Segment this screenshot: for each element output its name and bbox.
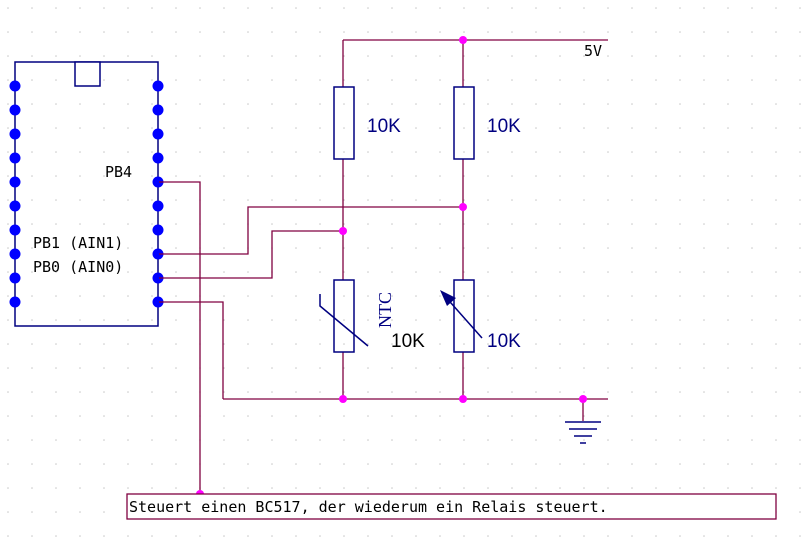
potentiometer — [453, 279, 475, 353]
mcu-pin-right-3 — [152, 128, 164, 140]
junction-gnd-left — [339, 395, 347, 403]
mcu-pin-left-3 — [9, 128, 21, 140]
mcu-pin-right-1 — [152, 80, 164, 92]
mcu-notch — [74, 61, 101, 87]
mcu-pin-right-9 — [152, 272, 164, 284]
mcu-pin-left-8 — [9, 248, 21, 260]
label-5v: 5V — [584, 42, 602, 60]
label-pb1: PB1 (AIN1) — [33, 234, 123, 252]
wire-pb4 — [159, 181, 201, 494]
wire-pb1 — [159, 206, 463, 255]
junction-5v — [459, 36, 467, 44]
mcu-pin-left-4 — [9, 152, 21, 164]
label-ntc-value: 10K — [391, 331, 425, 352]
label-pot-value: 10K — [487, 331, 521, 352]
wire-mcu-gnd — [159, 301, 224, 399]
mcu-pin-left-10 — [9, 296, 21, 308]
mcu-pins — [9, 80, 164, 308]
mcu-pin-right-7 — [152, 224, 164, 236]
components — [319, 86, 601, 444]
label-r1: 10K — [367, 116, 401, 137]
wire-pb0 — [159, 230, 343, 279]
mcu-pin-left-7 — [9, 224, 21, 236]
junction-left-node — [339, 227, 347, 235]
mcu-pin-left-9 — [9, 272, 21, 284]
resistor-r1 — [333, 86, 355, 160]
mcu-pin-left-6 — [9, 200, 21, 212]
junction-right-node — [459, 203, 467, 211]
note-box — [126, 493, 777, 520]
mcu-pin-right-8 — [152, 248, 164, 260]
mcu-pin-left-5 — [9, 176, 21, 188]
label-pb4: PB4 — [105, 163, 132, 181]
label-r2: 10K — [487, 116, 521, 137]
label-pb0: PB0 (AIN0) — [33, 258, 123, 276]
microcontroller — [9, 61, 164, 327]
mcu-pin-right-4 — [152, 152, 164, 164]
junction-gnd — [579, 395, 587, 403]
wires — [159, 39, 608, 494]
resistor-r2 — [453, 86, 475, 160]
mcu-pin-right-2 — [152, 104, 164, 116]
junction-gnd-right — [459, 395, 467, 403]
mcu-pin-right-6 — [152, 200, 164, 212]
label-ntc: NTC — [375, 292, 395, 328]
mcu-pin-right-10 — [152, 296, 164, 308]
mcu-pin-right-5 — [152, 176, 164, 188]
note-text: Steuert einen BC517, der wiederum ein Re… — [129, 498, 608, 516]
mcu-pin-left-1 — [9, 80, 21, 92]
pot-arrow-head — [440, 290, 456, 306]
ntc-thermistor — [333, 279, 355, 353]
mcu-pin-left-2 — [9, 104, 21, 116]
ntc-symbol-line — [319, 294, 369, 347]
